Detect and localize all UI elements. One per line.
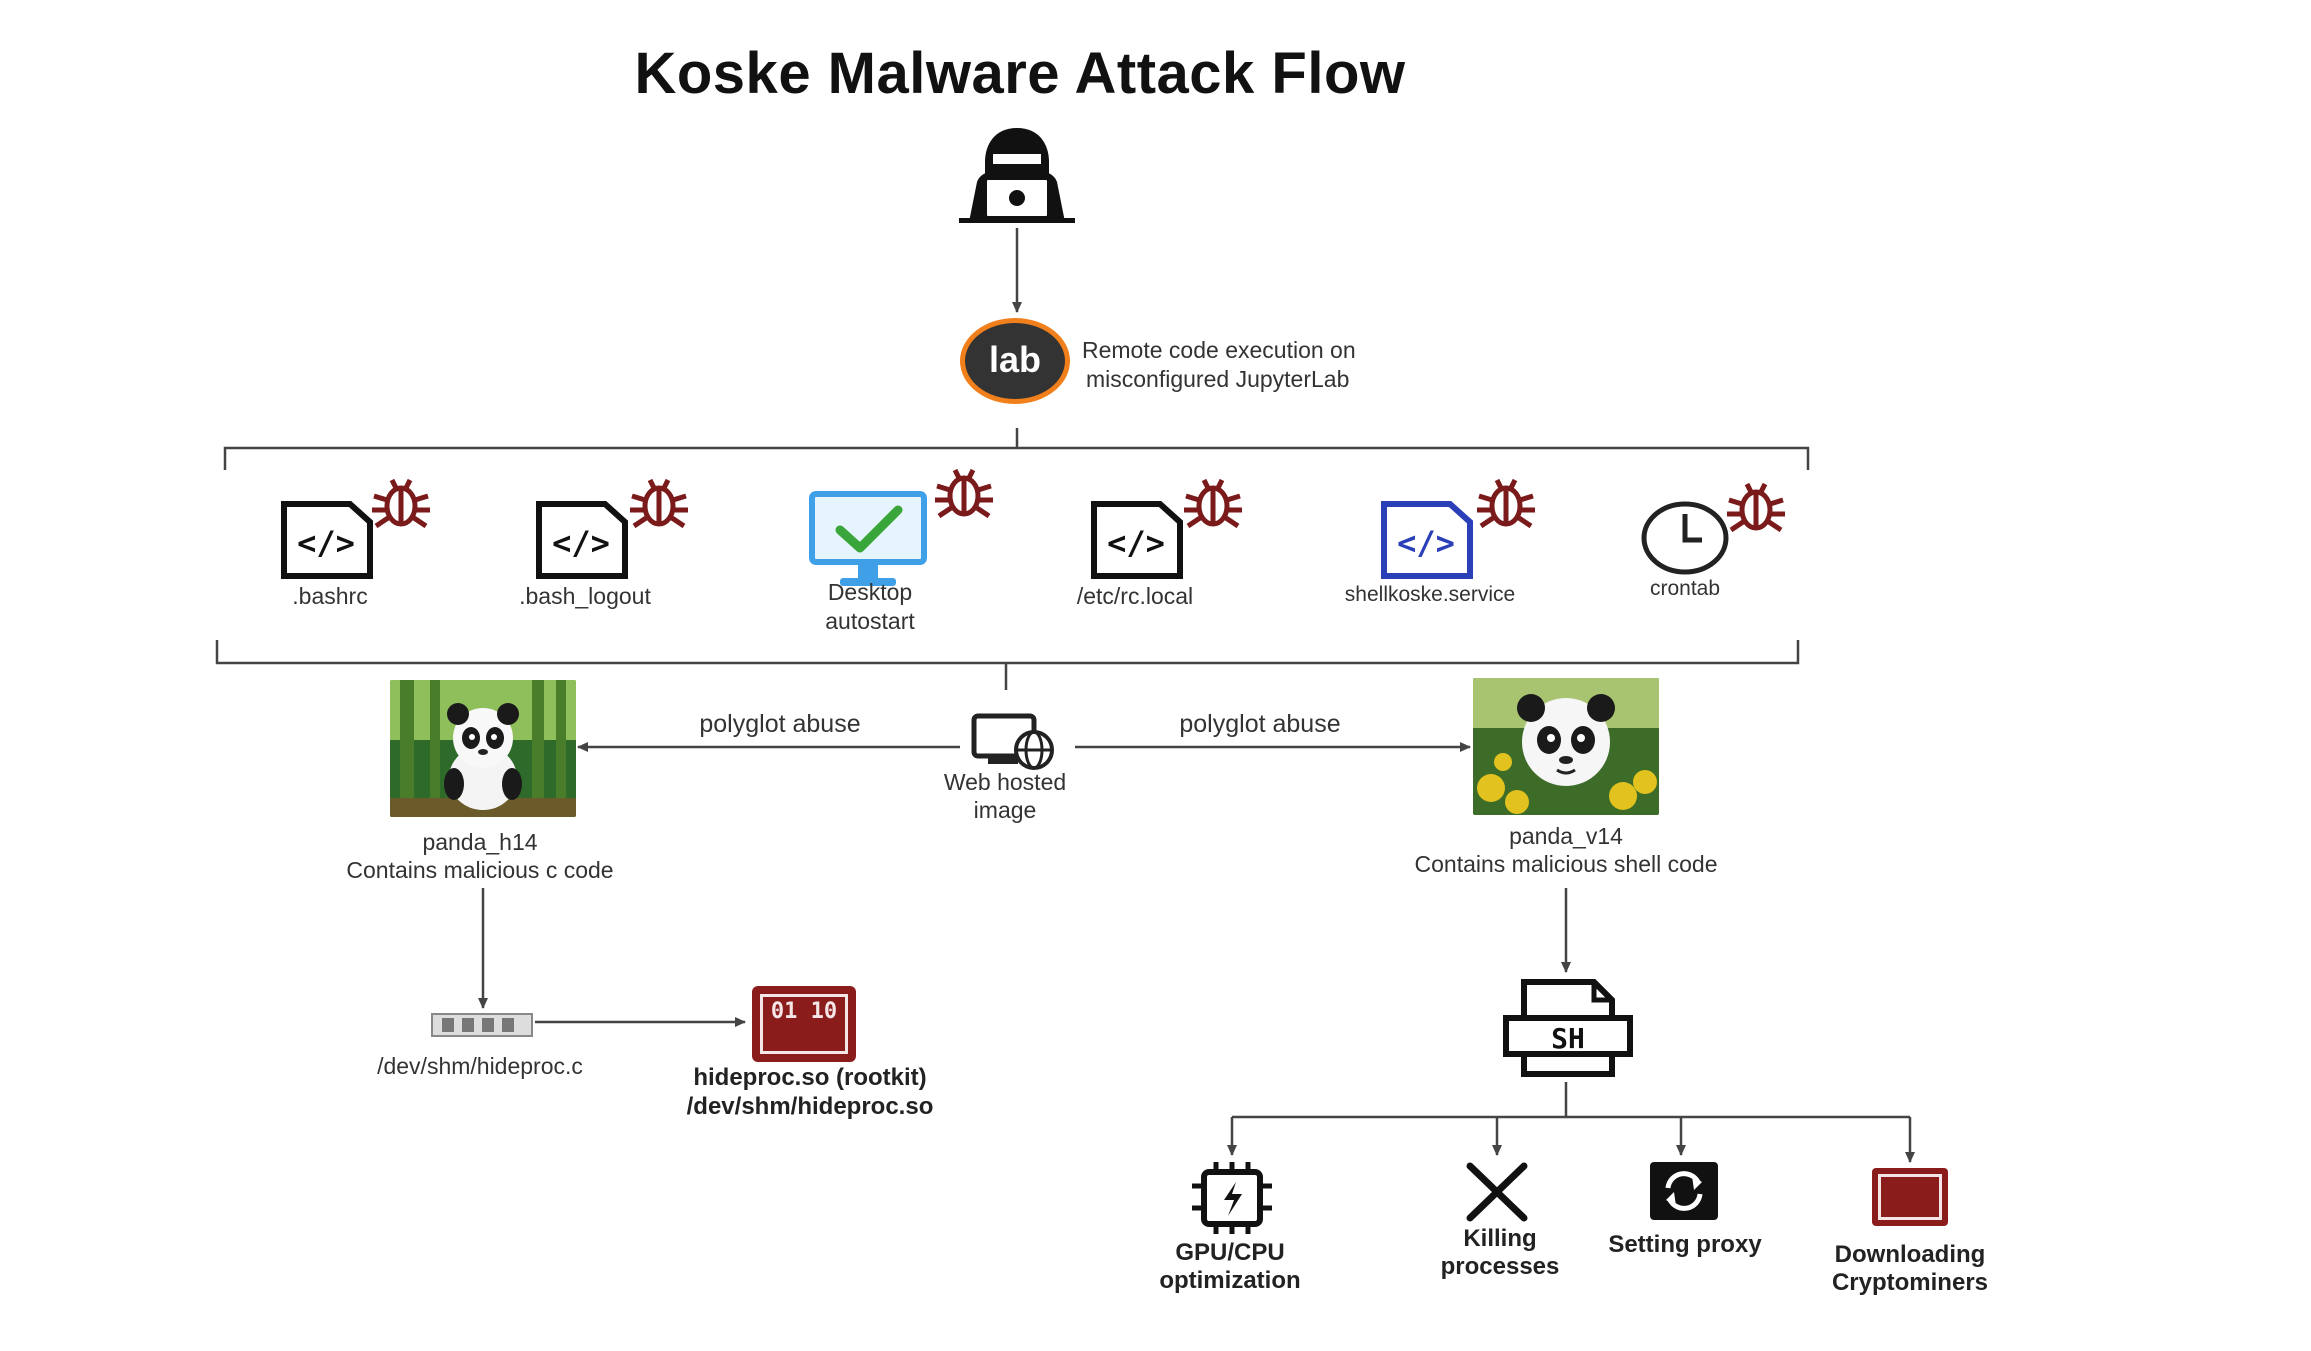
code-file-icon: </>: [1091, 501, 1183, 579]
action-kill-line2: processes: [1440, 1253, 1560, 1280]
jupyterlab-icon: lab: [960, 318, 1070, 404]
clock-icon: [1641, 501, 1729, 575]
code-file-icon: </>: [281, 501, 373, 579]
chip-icon: [1192, 1162, 1272, 1234]
bug-icon: [1477, 478, 1535, 529]
persistence-label-desktop: Desktop: [827, 579, 913, 605]
edge-label-right: polyglot abuse: [1179, 710, 1341, 738]
lab-icon-text: lab: [988, 339, 1041, 380]
svg-text:</>: </>: [297, 524, 355, 562]
rootkit-icon-text: 01 10: [760, 994, 848, 1054]
svg-text:</>: </>: [552, 524, 610, 562]
edge-label-left: polyglot abuse: [699, 710, 861, 738]
web-image-label-line2: image: [973, 797, 1037, 823]
refresh-icon: [1650, 1162, 1718, 1220]
bug-icon: [630, 478, 688, 529]
panda-h14-desc: Contains malicious c code: [346, 857, 614, 883]
web-image-icon: [971, 713, 1054, 770]
action-gpu-line2: optimization: [1159, 1267, 1301, 1294]
panda-h14-name: panda_h14: [422, 829, 538, 855]
bug-icon: [1727, 482, 1785, 533]
sh-icon-text: SH: [1551, 1022, 1585, 1055]
code-file-icon: </>: [536, 501, 628, 579]
bug-icon: [935, 468, 993, 519]
lab-label-line1: Remote code execution on: [1082, 337, 1356, 363]
diagram-title: Koske Malware Attack Flow: [634, 41, 1406, 106]
persistence-label-bash-logout: .bash_logout: [519, 583, 651, 609]
panda-v14-desc: Contains malicious shell code: [1414, 851, 1718, 877]
action-download-line1: Downloading: [1834, 1241, 1986, 1268]
panda-v14-name: panda_v14: [1509, 823, 1623, 849]
shell-script-icon: [1503, 979, 1633, 1077]
action-gpu-line1: GPU/CPU: [1175, 1239, 1285, 1266]
bracket-bottom: [215, 640, 1800, 665]
rootkit-label-line1: hideproc.so (rootkit): [693, 1064, 927, 1091]
persistence-label-rc-local: /etc/rc.local: [1076, 583, 1194, 609]
panda-h14-image: [390, 680, 576, 817]
svg-text:</>: </>: [1107, 524, 1165, 562]
bug-icon: [372, 478, 430, 529]
persistence-label-crontab: crontab: [1649, 577, 1721, 600]
hideproc-c-label: /dev/shm/hideproc.c: [377, 1053, 583, 1079]
service-file-icon: </>: [1381, 501, 1473, 579]
action-proxy-line1: Setting proxy: [1608, 1231, 1762, 1258]
action-kill-line1: Killing: [1463, 1225, 1537, 1252]
persistence-label-service: shellkoske.service: [1344, 583, 1516, 606]
x-icon: [1466, 1162, 1528, 1222]
binary-icon: [1872, 1168, 1948, 1226]
web-image-label-line1: Web hosted: [943, 769, 1067, 795]
action-download-line2: Cryptominers: [1831, 1269, 1989, 1296]
rootkit-label-line2: /dev/shm/hideproc.so: [686, 1093, 934, 1120]
persistence-label-bashrc: .bashrc: [292, 583, 368, 609]
persistence-label-autostart: autostart: [825, 608, 915, 634]
bracket-top: [223, 446, 1810, 470]
rootkit-icon: 01 10: [752, 986, 856, 1062]
hacker-icon: [959, 128, 1075, 223]
lab-label-line2: misconfigured JupyterLab: [1086, 366, 1350, 392]
panda-v14-image: [1473, 678, 1659, 815]
svg-text:</>: </>: [1397, 524, 1455, 562]
bug-icon: [1184, 478, 1242, 529]
monitor-check-icon: [809, 491, 927, 586]
memory-module-icon: [431, 1013, 533, 1037]
